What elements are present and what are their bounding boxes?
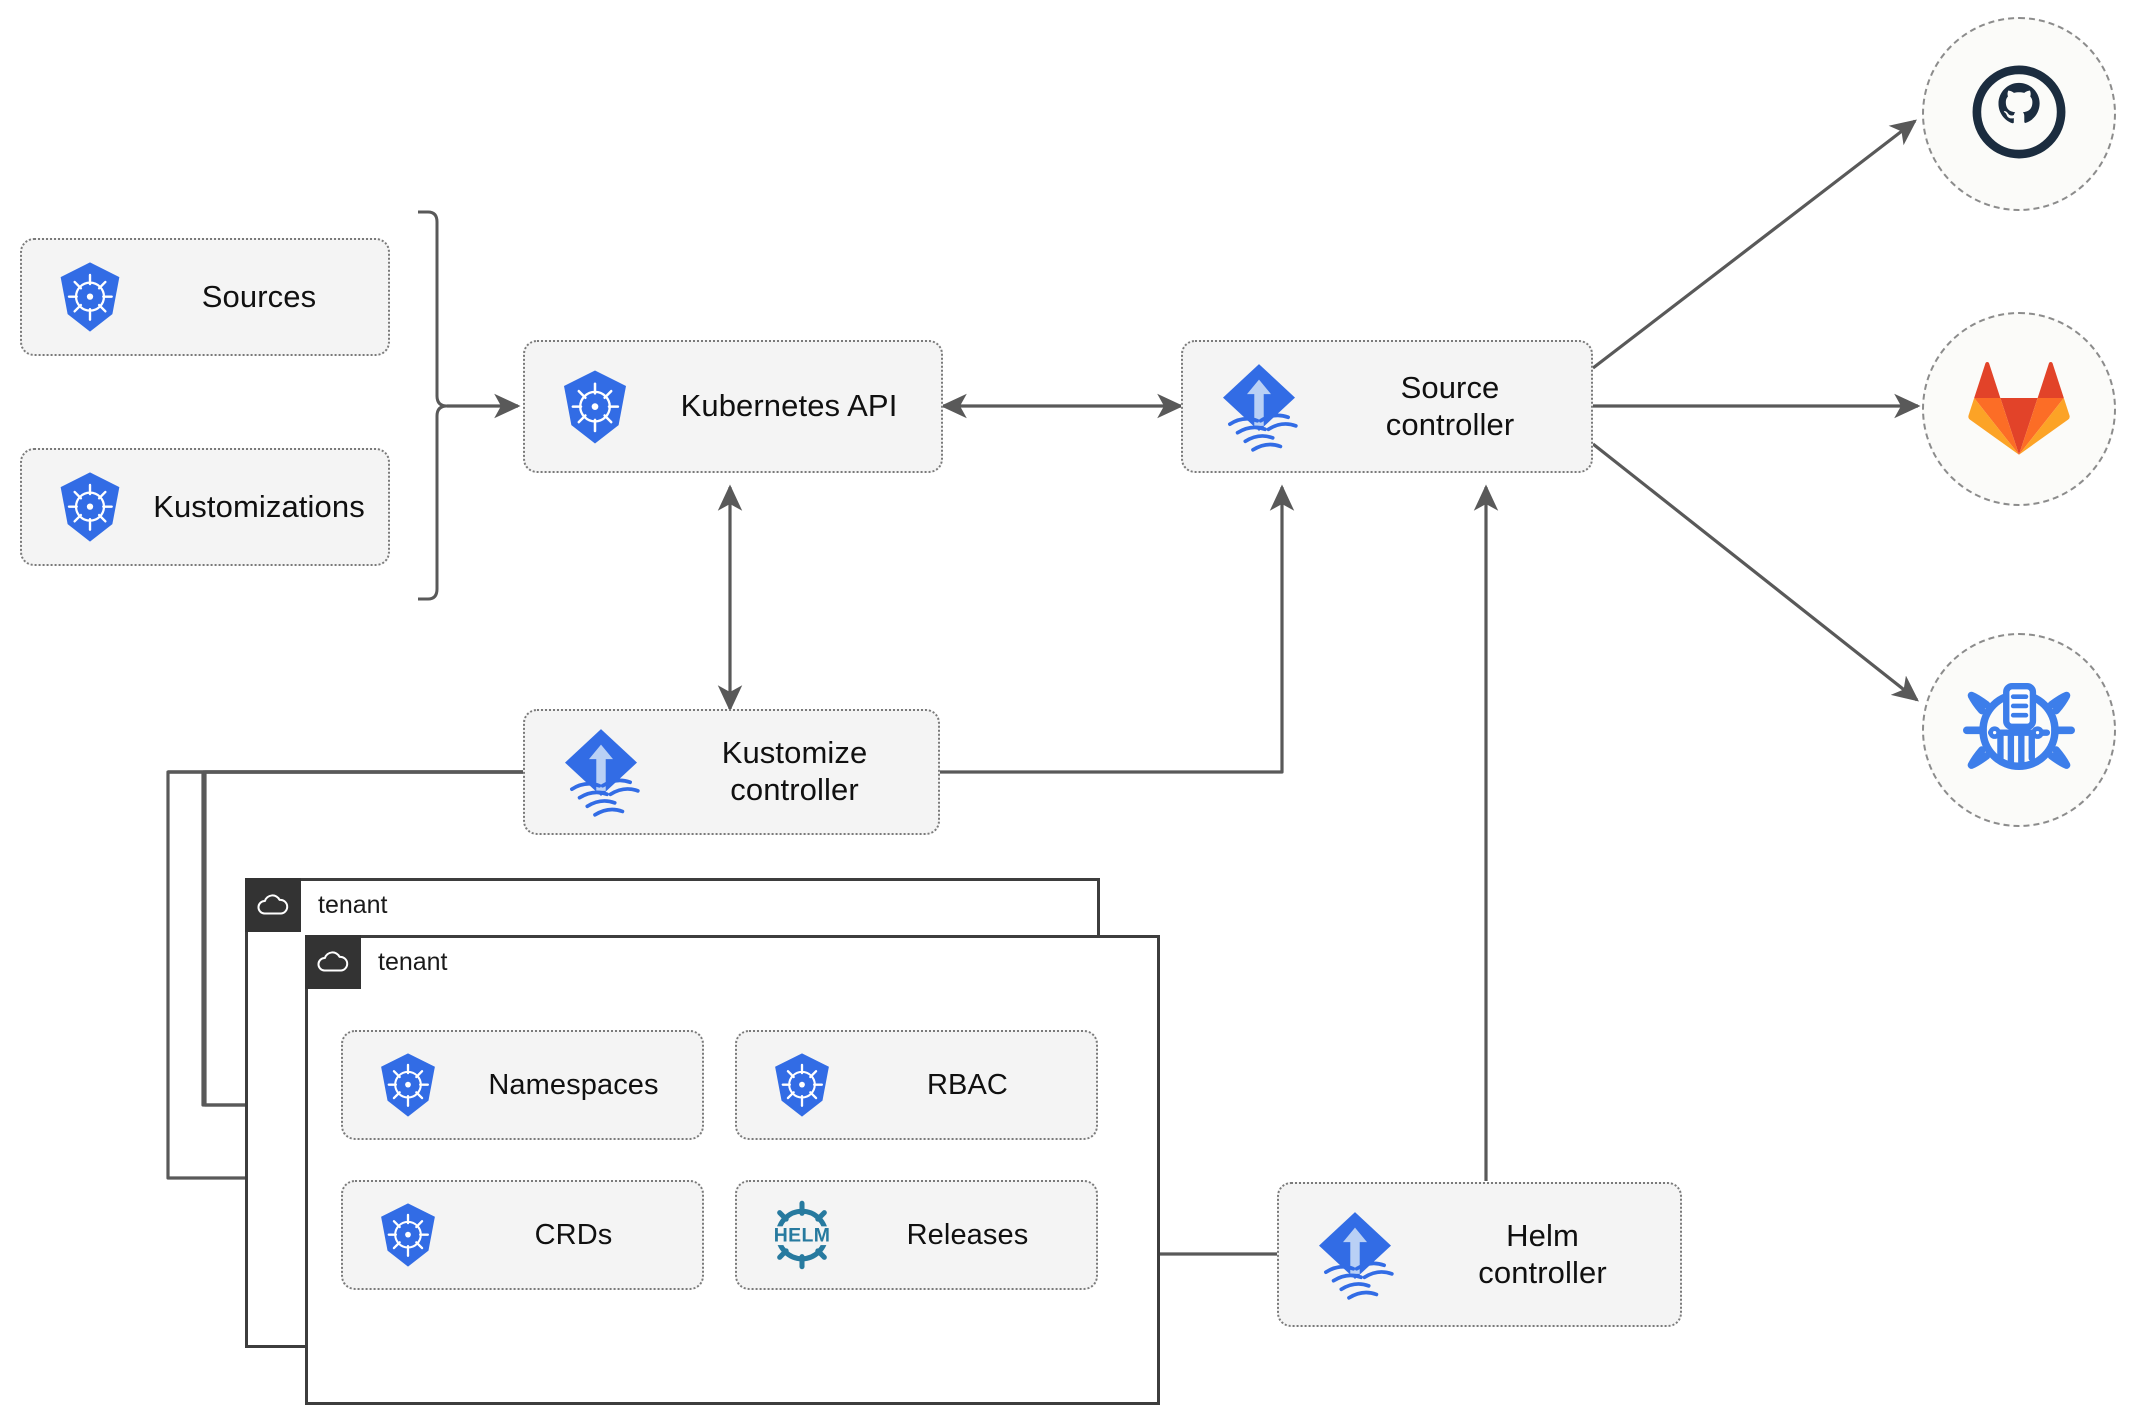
gitlab-icon [1966, 357, 2072, 462]
helm-icon: HELM [759, 1199, 845, 1271]
kubernetes-icon [365, 1202, 451, 1268]
provider-helm-registry[interactable] [1922, 633, 2116, 827]
node-releases[interactable]: HELM Releases [735, 1180, 1098, 1290]
helm-registry-icon [1961, 670, 2077, 791]
node-label: Sources [201, 278, 317, 314]
node-label: Source controller [1385, 369, 1515, 442]
diagram-title: Flux GitOps multi-tenancy architecture [0, 21, 1, 22]
node-sources[interactable]: Sources [20, 238, 390, 356]
node-label: Kubernetes API [680, 388, 898, 424]
node-kustomizations[interactable]: Kustomizations [20, 448, 390, 566]
svg-text:HELM: HELM [774, 1224, 831, 1246]
kubernetes-icon [44, 261, 136, 333]
node-label: RBAC [927, 1068, 1008, 1101]
node-rbac[interactable]: RBAC [735, 1030, 1098, 1140]
tenant-header-back: tenant [245, 878, 388, 932]
node-label: Releases [906, 1218, 1029, 1251]
node-crds[interactable]: CRDs [341, 1180, 704, 1290]
node-label: CRDs [534, 1218, 613, 1251]
flux-icon [1299, 1207, 1411, 1303]
node-label: Kustomize controller [721, 735, 868, 807]
kubernetes-icon [365, 1052, 451, 1118]
flux-icon [545, 724, 657, 820]
github-icon [1965, 58, 2073, 171]
tenant-label: tenant [378, 947, 448, 976]
tenant-header-front: tenant [305, 935, 448, 989]
node-label: Namespaces [488, 1068, 659, 1101]
node-namespaces[interactable]: Namespaces [341, 1030, 704, 1140]
node-helm-controller[interactable]: Helm controller [1277, 1182, 1682, 1327]
node-label: Kustomizations [153, 488, 365, 524]
flux-icon [1203, 359, 1315, 455]
cloud-icon [305, 935, 361, 989]
kubernetes-icon [759, 1052, 845, 1118]
tenant-container-front [305, 935, 1160, 1405]
node-kustomize-controller[interactable]: Kustomize controller [523, 709, 940, 835]
kubernetes-icon [44, 471, 136, 543]
node-source-controller[interactable]: Source controller [1181, 340, 1593, 473]
node-kubernetes-api[interactable]: Kubernetes API [523, 340, 943, 473]
tenant-label: tenant [318, 890, 388, 919]
node-label: Helm controller [1478, 1217, 1607, 1290]
kubernetes-icon [547, 369, 643, 445]
provider-github[interactable] [1922, 17, 2116, 211]
cloud-icon [245, 878, 301, 932]
provider-gitlab[interactable] [1922, 312, 2116, 506]
